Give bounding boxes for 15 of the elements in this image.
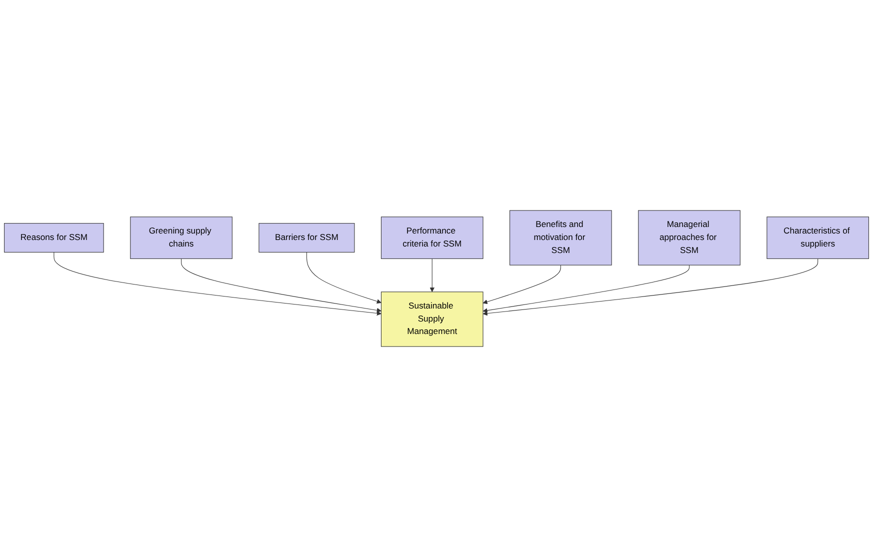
node-box: Characteristics of suppliers <box>766 216 869 259</box>
node-box: Managerial approaches for SSM <box>638 210 740 266</box>
node-box: Performance criteria for SSM <box>380 216 484 259</box>
node-box: Barriers for SSM <box>258 223 355 253</box>
node-box: Reasons for SSM <box>4 223 104 253</box>
node-box: Greening supply chains <box>130 216 232 259</box>
arrow <box>430 258 434 292</box>
node-box: Sustainable Supply Management <box>380 292 484 347</box>
arrow <box>54 252 382 316</box>
arrow <box>181 258 382 313</box>
arrow <box>482 264 690 313</box>
node-box: Benefits and motivation for SSM <box>510 210 612 266</box>
arrow <box>306 252 382 304</box>
arrow <box>482 264 561 304</box>
arrow <box>482 258 818 316</box>
